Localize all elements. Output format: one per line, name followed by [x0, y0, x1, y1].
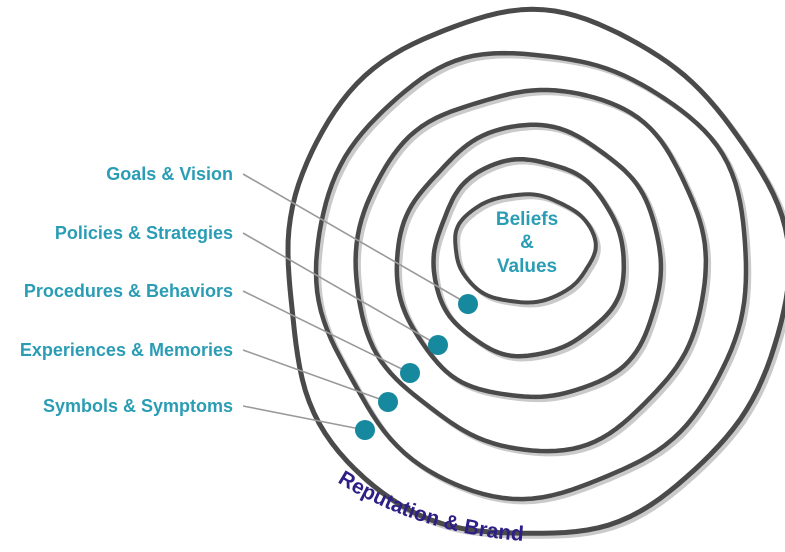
layer-labels: Goals & Vision Policies & Strategies Pro… — [20, 164, 233, 416]
leader-line-policies — [242, 232, 439, 346]
layer-label-procedures: Procedures & Behaviors — [24, 281, 233, 301]
core-label-line-2: & — [520, 232, 534, 253]
marker-dot-experiences — [378, 392, 398, 412]
core-label: Beliefs & Values — [496, 209, 558, 277]
ring-1 — [431, 156, 627, 359]
core-label-line-1: Beliefs — [496, 209, 558, 230]
core-label-line-3: Values — [497, 256, 557, 277]
concentric-rings — [285, 6, 785, 539]
layer-label-policies: Policies & Strategies — [55, 223, 233, 243]
leader-line-procedures — [242, 290, 411, 374]
layer-label-experiences: Experiences & Memories — [20, 340, 233, 360]
marker-dot-policies — [428, 335, 448, 355]
leader-line-experiences — [242, 349, 389, 403]
ring-core — [453, 192, 598, 305]
ring-4 — [313, 50, 749, 502]
leader-line-goals — [242, 173, 469, 305]
layer-markers — [355, 294, 478, 440]
ring-2 — [394, 122, 664, 400]
leader-line-symbols — [242, 405, 366, 431]
marker-dot-procedures — [400, 363, 420, 383]
layer-label-symbols: Symbols & Symptoms — [43, 396, 233, 416]
marker-dot-symbols — [355, 420, 375, 440]
leader-lines — [242, 173, 469, 431]
ring-3 — [353, 87, 709, 454]
marker-dot-goals — [458, 294, 478, 314]
layer-label-goals: Goals & Vision — [106, 164, 233, 184]
